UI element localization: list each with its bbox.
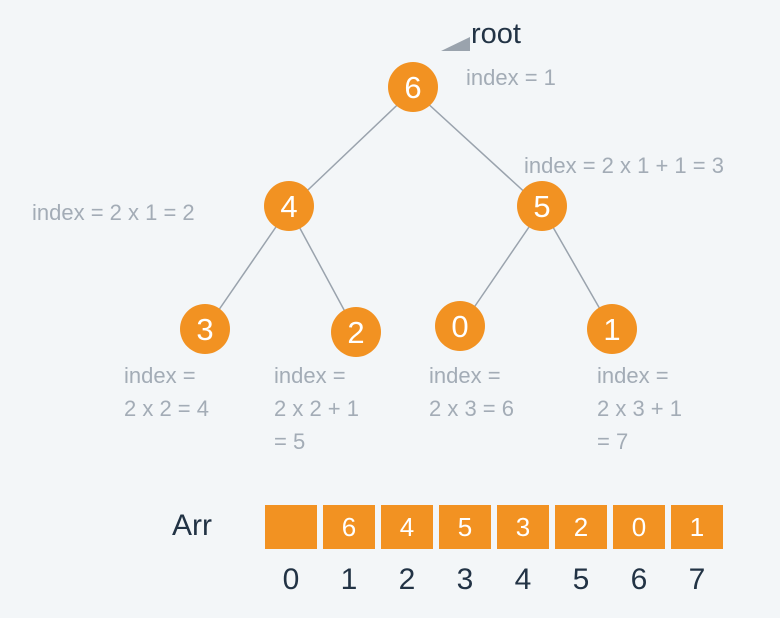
edge-6-to-5 [412,89,543,209]
tree-node-left-left: 3 [180,304,230,354]
array-cell-2: 4 [381,505,433,549]
index-label-node-7: index = 2 x 3 + 1 = 7 [597,359,682,458]
index-label-line: index = 2 x 1 = 2 [32,200,195,225]
index-label-line: index = [429,363,501,388]
array-cell-3: 5 [439,505,491,549]
array-index-5: 5 [572,563,590,596]
array-cell-4: 3 [497,505,549,549]
tree-node-right-right: 1 [587,304,637,354]
index-label-node-4: index = 2 x 2 = 4 [124,359,209,425]
array-title: Arr [172,509,212,542]
index-label-line: = 7 [597,429,629,454]
index-label-node-1: index = 1 [466,61,556,94]
root-label: root [471,18,521,50]
array-index-2: 2 [398,563,416,596]
array-index-1: 1 [340,563,358,596]
index-label-line: index = 1 [466,65,556,90]
index-label-line: index = [597,363,669,388]
tree-node-right: 5 [517,181,567,231]
array-cell-7: 1 [671,505,723,549]
index-label-node-6: index = 2 x 3 = 6 [429,359,514,425]
edge-6-to-4 [288,89,414,209]
index-label-line: index = [124,363,196,388]
index-label-line: index = [274,363,346,388]
array-cell-0 [265,505,317,549]
array-cell-1: 6 [323,505,375,549]
array-index-4: 4 [514,563,532,596]
index-label-line: index = 2 x 1 + 1 = 3 [524,153,724,178]
root-arrow-icon [441,37,470,51]
index-label-line: 2 x 2 = 4 [124,396,210,421]
index-label-line: 2 x 2 + 1 [274,396,360,421]
index-label-node-3: index = 2 x 1 + 1 = 3 [524,149,724,182]
index-label-node-5: index = 2 x 2 + 1 = 5 [274,359,359,458]
tree-node-right-left: 0 [435,301,485,351]
array-index-6: 6 [630,563,648,596]
tree-node-left-right: 2 [331,307,381,357]
array-index-3: 3 [456,563,474,596]
array-cell-5: 2 [555,505,607,549]
tree-node-root: 6 [388,62,438,112]
index-label-line: 2 x 3 + 1 [597,396,683,421]
index-label-line: 2 x 3 = 6 [429,396,515,421]
array-cell-6: 0 [613,505,665,549]
index-label-node-2: index = 2 x 1 = 2 [32,196,195,229]
tree-node-left: 4 [264,181,314,231]
array-index-0: 0 [282,563,300,596]
index-label-line: = 5 [274,429,306,454]
array-index-7: 7 [688,563,706,596]
